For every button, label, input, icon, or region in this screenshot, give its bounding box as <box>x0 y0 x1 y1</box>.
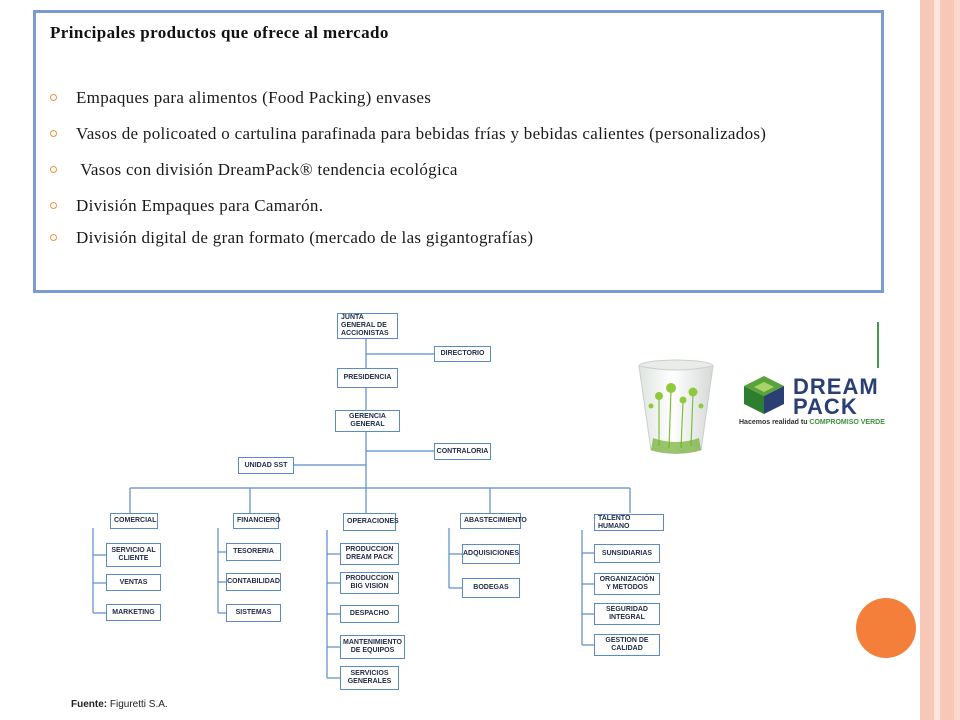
cube-icon <box>744 376 784 414</box>
products-title: Principales productos que ofrece al merc… <box>50 23 389 42</box>
org-node-talento-humano: TALENTO HUMANO <box>594 514 664 531</box>
org-node-marketing: MARKETING <box>106 604 161 621</box>
org-node-contabilidad: CONTABILIDAD <box>226 573 281 591</box>
list-item: Vasos con división DreamPack® tendencia … <box>50 159 871 181</box>
source-value: Figuretti S.A. <box>109 699 168 710</box>
bullet-icon <box>50 94 57 101</box>
org-node-produccion-big-vision: PRODUCCION BIG VISION <box>340 572 399 594</box>
decor-stripe <box>934 0 940 720</box>
list-item-text: Vasos de policoated o cartulina parafina… <box>76 124 767 143</box>
decor-stripe <box>920 0 934 720</box>
products-textbox: Principales productos que ofrece al merc… <box>33 10 884 293</box>
org-node-seguridad-integral: SEGURIDAD INTEGRAL <box>594 603 660 625</box>
source-caption: Fuente: Figuretti S.A. <box>71 699 168 710</box>
org-node-contraloria: CONTRALORIA <box>434 443 491 460</box>
org-node-servicios-generales: SERVICIOS GENERALES <box>340 666 399 690</box>
logo-tagline-highlight: COMPROMISO VERDE <box>809 419 885 426</box>
org-node-servicio-cliente: SERVICIO AL CLIENTE <box>106 543 161 567</box>
org-node-organizacion-metodos: ORGANIZACIÓN Y METODOS <box>594 573 660 595</box>
dreampack-logo: DREAM PACK Hacemos realidad tu COMPROMIS… <box>739 372 885 432</box>
list-item-text: Empaques para alimentos (Food Packing) e… <box>76 88 432 107</box>
cup-image <box>638 359 714 454</box>
org-node-gestion-calidad: GESTION DE CALIDAD <box>594 634 660 656</box>
decor-stripe <box>954 0 960 720</box>
list-item-text: División digital de gran formato (mercad… <box>76 228 534 247</box>
bullet-icon <box>50 166 57 173</box>
org-node-comercial: COMERCIAL <box>110 513 158 529</box>
products-list: Empaques para alimentos (Food Packing) e… <box>50 87 871 249</box>
org-node-operaciones: OPERACIONES <box>343 513 399 531</box>
org-node-despacho: DESPACHO <box>340 605 399 623</box>
bullet-icon <box>50 130 57 137</box>
org-node-adquisiciones: ADQUISICIONES <box>462 544 520 564</box>
org-node-produccion-dream-pack: PRODUCCION DREAM PACK <box>340 543 399 565</box>
org-node-sistemas: SISTEMAS <box>226 604 281 622</box>
org-node-tesoreria: TESORERIA <box>226 543 281 561</box>
source-label: Fuente: <box>71 699 108 710</box>
org-node-ventas: VENTAS <box>106 574 161 591</box>
decor-green-bar <box>877 322 879 368</box>
org-node-presidencia: PRESIDENCIA <box>337 368 398 388</box>
logo-tagline-text: Hacemos realidad tu <box>739 419 810 426</box>
org-node-directorio: DIRECTORIO <box>434 346 491 362</box>
list-item-text: División Empaques para Camarón. <box>76 196 324 215</box>
org-node-abastecimiento: ABASTECIMIENTO <box>460 513 527 529</box>
logo-line2: PACK <box>793 394 858 419</box>
decor-stripe <box>940 0 954 720</box>
org-node-junta: JUNTA GENERAL DE ACCIONISTAS <box>337 313 398 339</box>
list-item: División Empaques para Camarón. <box>50 195 871 217</box>
org-node-mantenimiento: MANTENIMIENTO DE EQUIPOS <box>340 635 405 659</box>
org-node-bodegas: BODEGAS <box>462 578 520 598</box>
logo-tagline: Hacemos realidad tu COMPROMISO VERDE <box>739 419 885 426</box>
org-node-sunsidiarias: SUNSIDIARIAS <box>594 544 660 563</box>
org-node-unidad-sst: UNIDAD SST <box>238 457 294 474</box>
decor-circle <box>856 598 916 658</box>
bullet-icon <box>50 202 57 209</box>
list-item: Empaques para alimentos (Food Packing) e… <box>50 87 871 109</box>
org-node-financiero: FINANCIERO <box>233 513 281 529</box>
logo-line1: DREAM <box>793 374 879 399</box>
list-item: Vasos de policoated o cartulina parafina… <box>50 123 871 145</box>
org-node-gerencia: GERENCIA GENERAL <box>335 410 400 432</box>
bullet-icon <box>50 234 57 241</box>
list-item-text: Vasos con división DreamPack® tendencia … <box>76 160 458 179</box>
list-item: División digital de gran formato (mercad… <box>50 227 871 249</box>
